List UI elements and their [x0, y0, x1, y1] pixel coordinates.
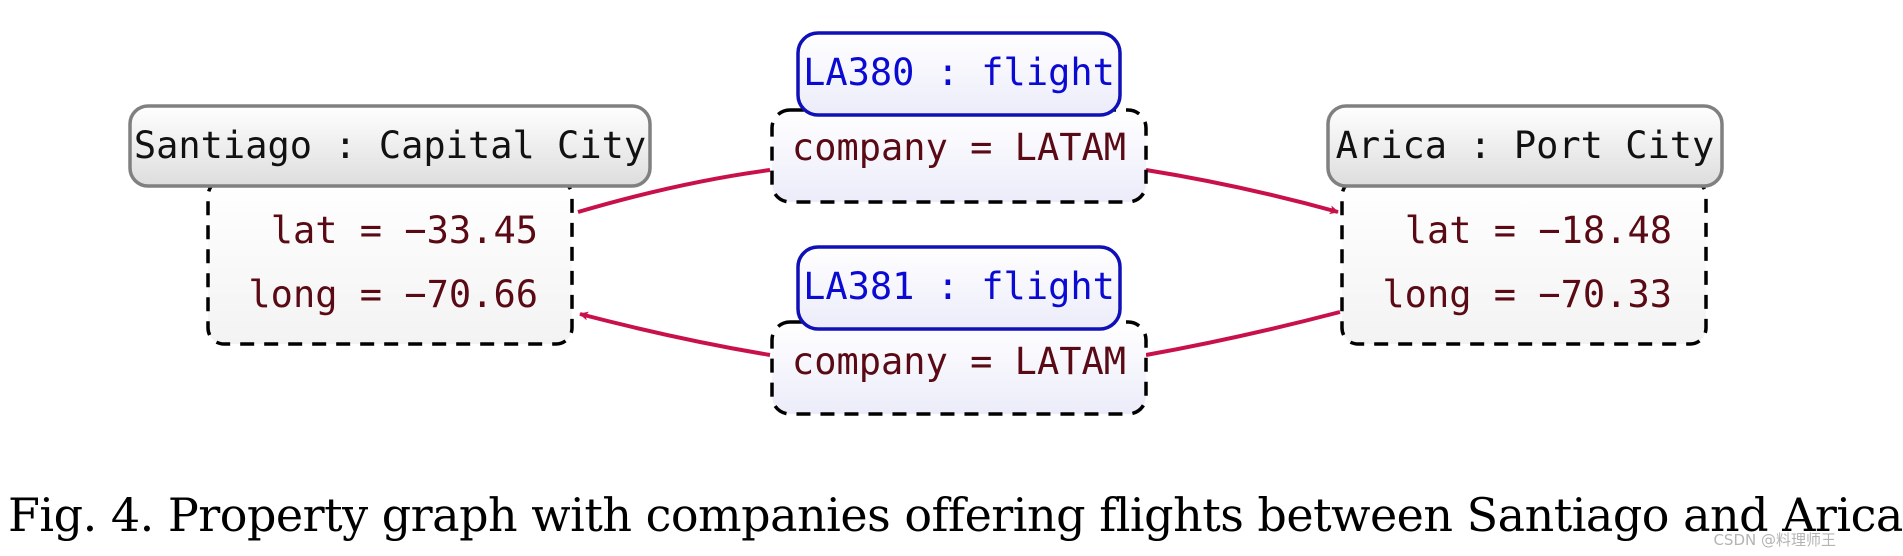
edge-la380-label-box [796, 31, 1122, 117]
node-arica-label-box [1326, 104, 1724, 188]
edge-la381-label-box [796, 245, 1122, 331]
node-arica-properties [1340, 178, 1708, 346]
node-arica-prop-long: long = −70.33 [1382, 273, 1672, 316]
property-graph-figure: Santiago : Capital City lat = −33.45 lon… [128, 31, 1724, 416]
edge-la380-prop-company: company = LATAM [792, 126, 1126, 169]
edge-la381-prop-company: company = LATAM [792, 340, 1126, 383]
node-santiago-label-box [128, 104, 652, 188]
arrow-santiago-to-la380 [577, 168, 771, 214]
edge-la381: LA381 : flight company = LATAM [770, 245, 1148, 416]
node-arica: Arica : Port City lat = −18.48 long = −7… [1326, 104, 1724, 346]
node-santiago-label: Santiago : Capital City [134, 124, 646, 167]
edge-la380-label: LA380 : flight [803, 51, 1115, 94]
node-santiago-prop-lat: lat = −33.45 [271, 209, 538, 252]
node-arica-label: Arica : Port City [1336, 124, 1715, 167]
graph-canvas: Santiago : Capital City lat = −33.45 lon… [128, 31, 1724, 416]
node-santiago-prop-long: long = −70.66 [248, 273, 538, 316]
arrow-la380-to-arica [1145, 168, 1339, 215]
node-santiago-properties [206, 178, 574, 346]
node-santiago: Santiago : Capital City lat = −33.45 lon… [128, 104, 652, 346]
edge-la380: LA380 : flight company = LATAM [770, 31, 1148, 204]
edge-la381-label: LA381 : flight [803, 265, 1115, 308]
node-arica-prop-lat: lat = −18.48 [1405, 209, 1672, 252]
figure-caption: Fig. 4. Property graph with companies of… [8, 488, 1903, 542]
arrow-arica-to-la381 [1145, 310, 1341, 357]
arrow-la381-to-santiago [579, 311, 771, 357]
watermark: CSDN @料理师王 [1713, 531, 1836, 549]
